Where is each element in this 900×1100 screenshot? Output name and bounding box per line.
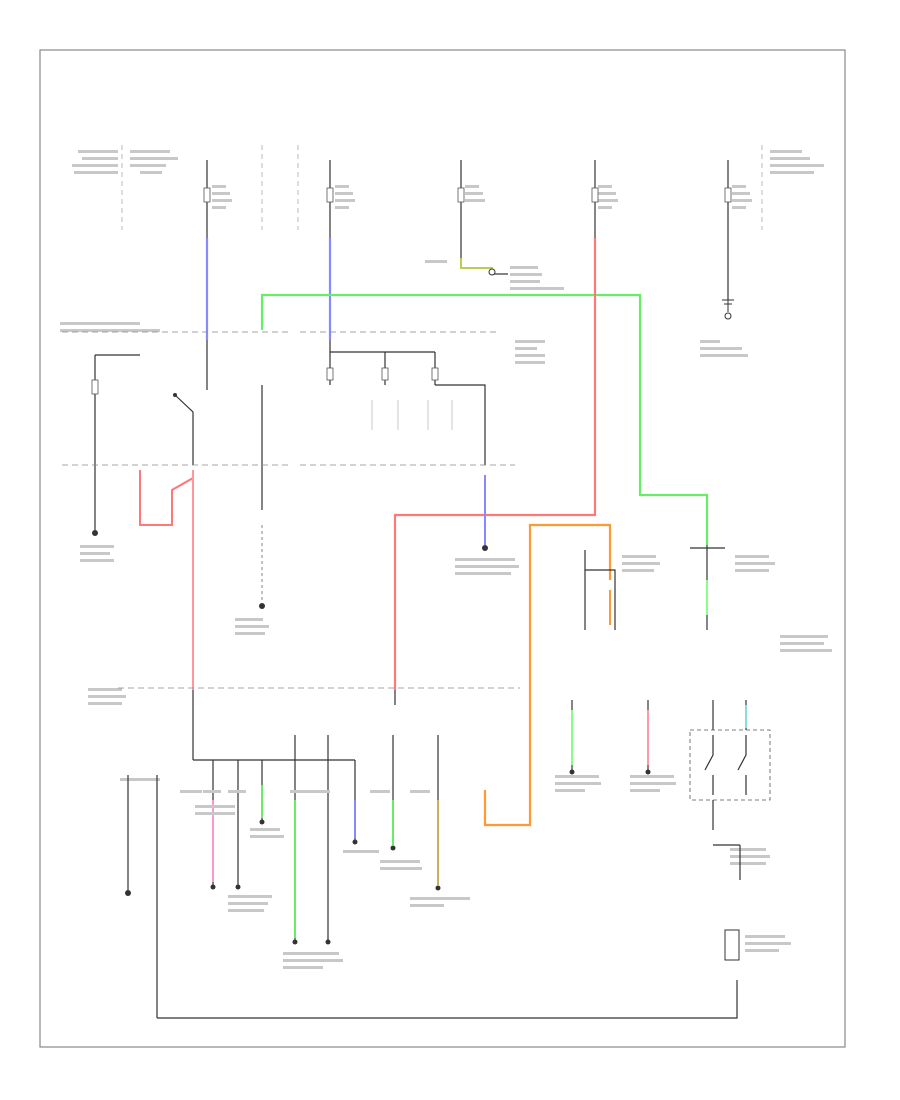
relay-switch-icon: [174, 394, 194, 465]
ground-icon-left: [92, 530, 98, 536]
switch-box: [689, 700, 771, 961]
ground-icon-mid: [259, 603, 265, 609]
wire-yellow-green: [460, 258, 493, 274]
fuse-feed-wires: [206, 160, 729, 300]
sub-fuse-block: [326, 340, 486, 465]
connector-right-b: [690, 545, 725, 630]
terminal-dots: [210, 819, 441, 945]
wire-red-main: [393, 238, 597, 690]
diagram-frame: [39, 49, 846, 1048]
connector-right-a: [584, 550, 616, 630]
ground-icon-top-right: [722, 299, 734, 320]
relay-lines: [371, 400, 453, 430]
fuse-icons: [203, 187, 732, 203]
top-label-blocks: [60, 150, 824, 364]
lower-label-blocks: [180, 775, 791, 969]
wire-orange: [483, 523, 612, 827]
middle-label-blocks: [80, 545, 832, 781]
wire-red-loop: [139, 470, 194, 526]
splice-icon: [488, 268, 496, 276]
wire-green-main: [260, 293, 709, 545]
